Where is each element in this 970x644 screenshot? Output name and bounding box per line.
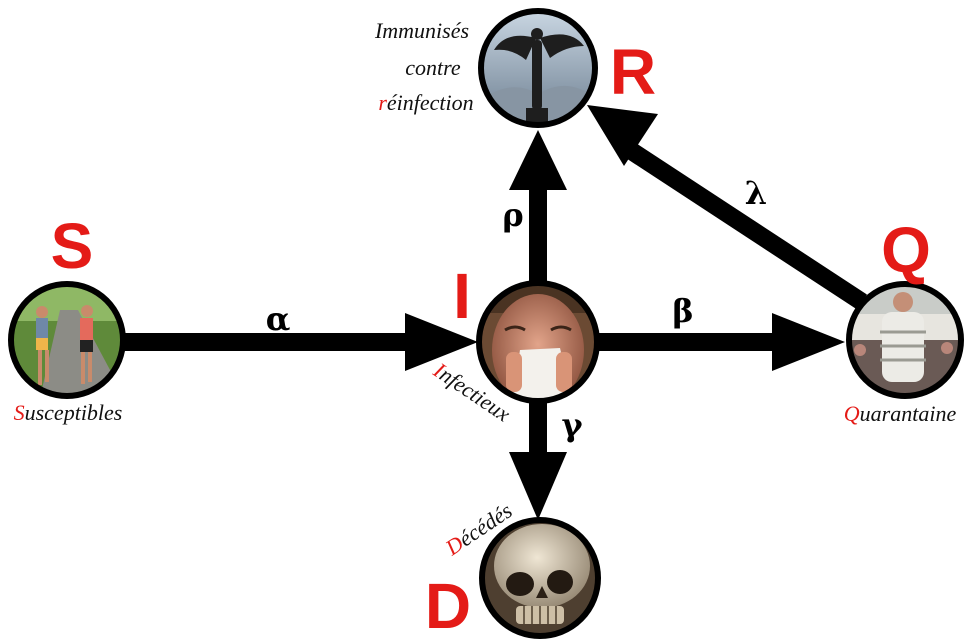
node-r-caption-line3: réinfection (378, 90, 473, 115)
arrow-q-to-r (587, 105, 867, 310)
node-d-letter: D (425, 570, 471, 642)
node-q: Q Quarantaine (844, 214, 964, 426)
node-s-caption: Susceptibles (14, 400, 123, 425)
node-r: R Immunisés contre réinfection (374, 8, 656, 128)
arrow-i-to-r (509, 130, 567, 283)
node-q-caption: Quarantaine (844, 401, 957, 426)
node-i-letter: I (453, 260, 471, 332)
node-r-caption-line3-rest: éinfection (387, 90, 474, 115)
node-q-caption-initial: Q (844, 401, 860, 426)
skull-picture (482, 520, 598, 636)
node-r-letter: R (610, 36, 656, 108)
label-alpha: α (266, 300, 291, 338)
node-r-caption-line1: Immunisés (374, 18, 469, 43)
node-s-caption-initial: S (14, 400, 25, 425)
label-lambda: λ (745, 174, 767, 212)
label-rho: ρ (502, 196, 523, 234)
node-s: S Susceptibles (8, 210, 126, 425)
node-r-caption-line2: contre (405, 55, 461, 80)
arrow-i-to-q (597, 313, 845, 371)
arrow-i-to-d (509, 400, 567, 520)
node-r-caption-line3-initial: r (378, 90, 387, 115)
node-q-letter: Q (881, 214, 931, 286)
label-beta: β (672, 292, 693, 330)
label-gamma: γ (561, 406, 583, 444)
node-s-caption-rest: usceptibles (25, 400, 123, 425)
arrow-s-to-i (125, 313, 478, 371)
node-d: D Décédés (425, 498, 601, 642)
node-q-caption-rest: uarantaine (860, 401, 957, 426)
node-s-letter: S (51, 210, 94, 282)
